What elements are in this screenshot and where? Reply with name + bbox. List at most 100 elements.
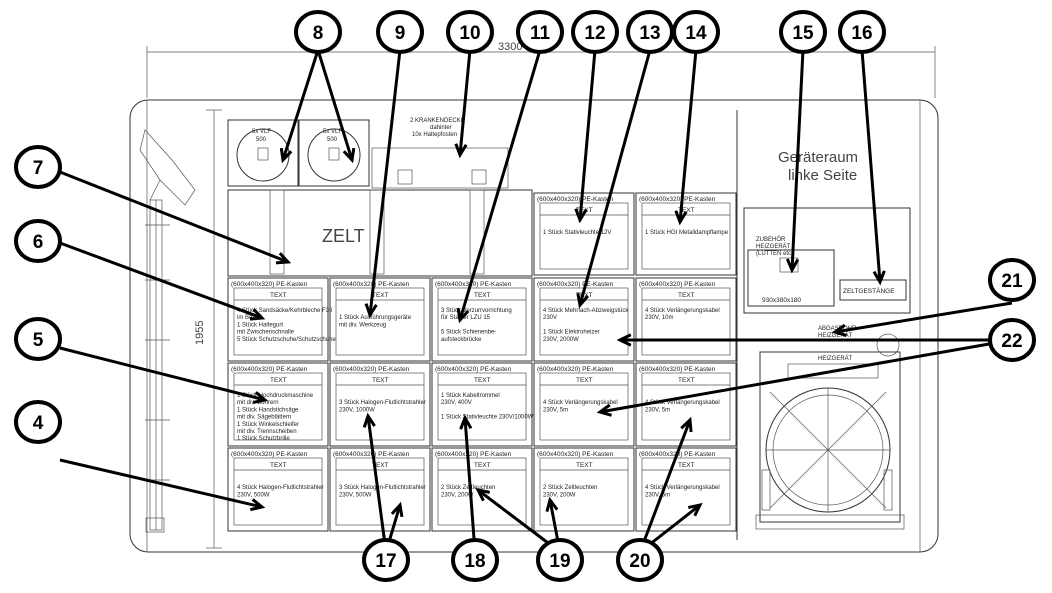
pe-box-content-line: 230V, 500W (339, 492, 372, 498)
pe-box-inner (335, 457, 425, 526)
pe-box-header: (600x400x320) PE-Kasten (639, 196, 716, 203)
pe-box-frame (431, 362, 533, 447)
callout-arrowhead (574, 208, 588, 224)
pe-box-inner (335, 372, 425, 441)
svg-text:HEIZGERÄT: HEIZGERÄT (818, 332, 853, 339)
callout-circle (14, 400, 62, 444)
svg-text:5x VLF: 5x VLF (252, 129, 271, 135)
svg-text:(LUTTEN etc.): (LUTTEN etc.) (756, 251, 795, 257)
callout-number: 22 (1001, 331, 1022, 352)
pe-box-content-line: 1 Stück Haltegurt (237, 322, 283, 328)
pe-box-content-line: mit div. Werkzeug (339, 322, 386, 328)
callout-arrowhead (249, 498, 266, 512)
callout-14: 14 (672, 10, 720, 54)
callout-number: 7 (33, 158, 44, 179)
callout-13: 13 (626, 10, 674, 54)
pe-box-header: (600x400x320) PE-Kasten (333, 281, 410, 288)
callout-arrowhead (576, 292, 590, 309)
pe-box-content-line: mit Zwischenschnalle (237, 330, 295, 336)
callout-20: 20 (616, 538, 664, 582)
callout-21: 21 (988, 258, 1036, 302)
callout-arrow-line (678, 49, 698, 223)
pe-box-inner (437, 457, 527, 526)
callout-circle (779, 10, 827, 54)
pe-box-content-line: 1 Stück Handstichsäge (237, 407, 299, 413)
pe-box-content-line: 1 Stück Winkelschleifer (237, 422, 299, 428)
callout-number: 13 (639, 23, 660, 44)
callout-6: 6 (14, 219, 62, 263)
room-title-1: Geräteraum (778, 149, 858, 166)
callout-number: 21 (1001, 271, 1023, 292)
callout-circle (536, 538, 584, 582)
callout-number: 18 (464, 551, 485, 572)
callout-22: 22 (988, 318, 1036, 362)
pe-box-header: (600x400x320) PE-Kasten (231, 281, 308, 288)
callout-number: 4 (33, 413, 44, 434)
pe-box-header: (600x400x320) PE-Kasten (639, 281, 716, 288)
callout-17: 17 (362, 538, 410, 582)
pe-box-inner (335, 287, 425, 356)
callout-number: 9 (395, 23, 406, 44)
callout-number: 5 (33, 330, 44, 351)
pe-box-frame (635, 447, 737, 532)
callout-arrow-line (578, 49, 652, 306)
pe-box-header: (600x400x320) PE-Kasten (639, 366, 716, 373)
pe-box-tag: TEXT (474, 377, 491, 384)
pe-box-frame (533, 362, 635, 447)
pe-box-header: (600x400x320) PE-Kasten (231, 451, 308, 458)
callout-number: 10 (459, 23, 480, 44)
pe-box-tag: TEXT (270, 292, 287, 299)
callout-arrowhead (674, 210, 688, 226)
callout-arrow-line (366, 415, 388, 553)
pe-box-content-line: 4 Stück Verlängerungskabel (645, 485, 720, 491)
pe-box-content-line: 4 Stück Verlängerungskabel (645, 308, 720, 314)
pe-box-content-line: mit div. Sägeblättern (237, 415, 291, 421)
callout-circle (571, 10, 619, 54)
pe-box-header: (600x400x320) PE-Kasten (537, 451, 614, 458)
pe-box-content-line: für Stapler LZU 15 (441, 315, 491, 321)
callout-11: 11 (516, 10, 564, 54)
pe-box-inner (539, 457, 629, 526)
pe-box-content-line: 2 Stück Zeltleuchten (441, 485, 495, 491)
pe-box-content-line: 1 Stück Schutzbrille (237, 436, 290, 442)
pe-box-frame (533, 277, 635, 362)
callout-number: 16 (851, 23, 872, 44)
pe-box-content-line: 230V, 5m (543, 407, 568, 413)
pe-box-inner (437, 372, 527, 441)
callout-arrowhead (275, 252, 292, 265)
pe-box-content-line: 230V (543, 315, 557, 321)
pe-box-content-line: 230V, 2000W (543, 337, 579, 343)
callout-circle (451, 538, 499, 582)
callout-arrowhead (680, 416, 693, 433)
pe-box-tag: TEXT (270, 377, 287, 384)
pe-box-content-line: 3 Stück Halogen-Flutlichtstrahler (339, 400, 426, 406)
pe-box-frame (329, 447, 431, 532)
pe-box-header: (600x400x320) PE-Kasten (333, 451, 410, 458)
callout-circle (988, 318, 1036, 362)
pe-box-tag: TEXT (372, 377, 389, 384)
callout-circle (838, 10, 886, 54)
tank-left: 5x VLF 500 (227, 119, 299, 187)
pe-box-inner (233, 457, 323, 526)
pe-box-content-line: 4 Stück Mehrfach-Abzweigstück (543, 308, 629, 314)
callout-number: 11 (530, 23, 551, 44)
callout-arrow-line (59, 458, 263, 509)
callout-arrow-line (578, 49, 597, 221)
pe-box-frame (533, 447, 635, 532)
callout-arrowhead (456, 307, 470, 324)
pe-box-tag: TEXT (576, 462, 593, 469)
svg-text:10x Haltepfosten: 10x Haltepfosten (412, 132, 457, 138)
callout-9: 9 (376, 10, 424, 54)
pe-box-content-line: 1 Stück Stativleuchte 12V (543, 230, 611, 236)
pe-box-inner (437, 287, 527, 356)
